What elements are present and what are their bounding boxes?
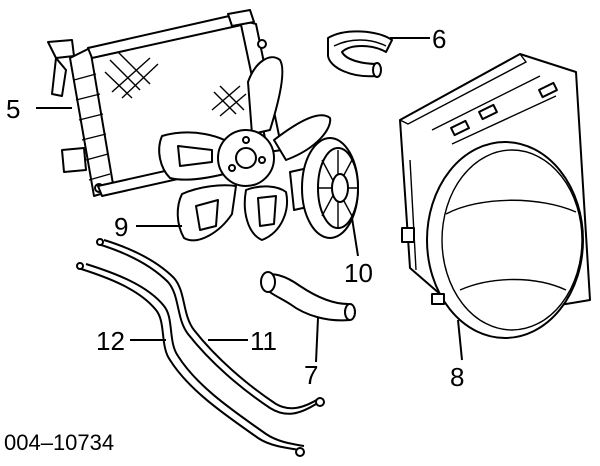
callout-11: 11 xyxy=(250,326,277,356)
leader-10 xyxy=(351,217,359,257)
fan-blade[interactable] xyxy=(158,56,332,242)
callout-7: 7 xyxy=(304,360,318,390)
callout-9: 9 xyxy=(114,212,128,242)
viscous-fan-drive[interactable] xyxy=(289,137,359,239)
callout-5: 5 xyxy=(6,94,20,124)
lower-hose[interactable] xyxy=(260,271,356,322)
callout-10: 10 xyxy=(344,258,373,288)
leader-7 xyxy=(315,317,319,363)
callout-6: 6 xyxy=(432,24,446,54)
leader-8 xyxy=(457,319,463,361)
callout-8: 8 xyxy=(450,362,464,392)
upper-hose[interactable] xyxy=(327,30,393,78)
oil-cooler-line[interactable] xyxy=(76,262,305,457)
transmission-cooler-line[interactable] xyxy=(96,238,325,415)
diagram-code: 004–10734 xyxy=(4,430,114,455)
fan-shroud[interactable] xyxy=(399,53,591,339)
callout-12: 12 xyxy=(96,326,125,356)
